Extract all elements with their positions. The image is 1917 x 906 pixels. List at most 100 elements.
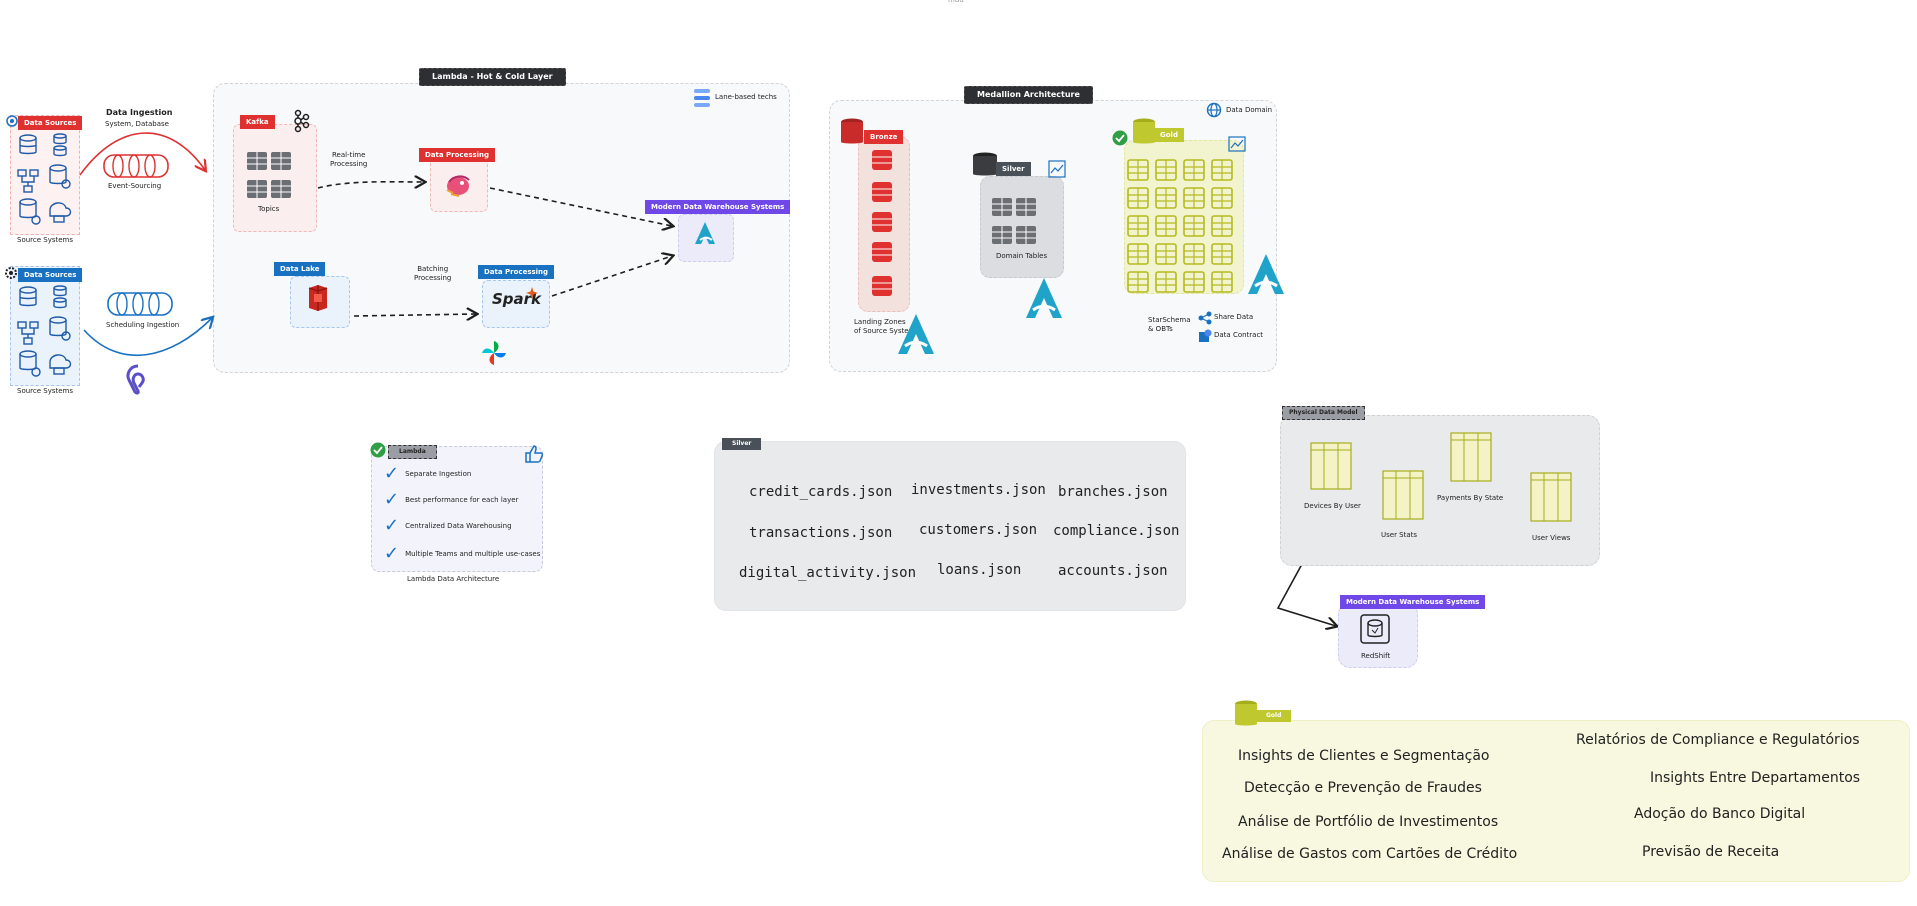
kafka-icon [292,109,310,136]
globe-icon [1206,102,1222,122]
bronze-bucket-icon [840,118,864,150]
scheduling-pipe-icon [104,290,176,322]
redshift-icon [1360,614,1390,648]
file-credit-cards: credit_cards.json [749,484,893,500]
gold-table-icon [1155,159,1177,181]
data-lake-tag: Data Lake [274,262,326,276]
gold-table-icon [1155,271,1177,293]
file-compliance: compliance.json [1053,523,1180,539]
gear-icon-2 [4,265,18,284]
gold-table-icon [1211,243,1233,265]
lambda-item-1: ✓ Separate Ingestion [384,463,472,484]
table-user-views-label: User Views [1532,534,1571,542]
star-schema-label: StarSchema & OBTs [1148,316,1191,333]
lambda-summary-box [371,446,543,572]
lambda-item-3: ✓Centralized Data Warehousing [384,517,512,535]
gold-right-1: Relatórios de Compliance e Regulatórios [1576,732,1860,748]
gold-chart-icon [1228,136,1246,156]
data-sources-tag-2: Data Sources [18,268,83,282]
spark-star-icon [526,284,538,303]
thumbs-up-icon [524,444,544,468]
realtime-label: Real-time Processing [330,151,368,168]
lambda-check-icon [370,442,386,462]
gold-table-icon [1211,187,1233,209]
gold-left-4: Análise de Gastos com Cartões de Crédito [1222,846,1518,862]
check-icon: ✓ [384,463,400,484]
physical-model-tag: Physical Data Model [1282,406,1365,420]
lane-icon [694,89,710,111]
gold-table-icon [1211,271,1233,293]
database-gear-icon-1 [5,113,19,132]
gold-table-icon [1155,215,1177,237]
gold-left-2: Detecção e Prevenção de Fraudes [1244,780,1482,796]
spark-logo: Spark [492,290,542,308]
data-processing-tag-2: Data Processing [478,265,555,279]
file-loans: loans.json [937,562,1022,578]
landing-zones-label: Landing Zones of Source Systems [854,318,919,335]
gold-table-icon [1127,243,1149,265]
file-investments: investments.json [911,482,1046,498]
gold-table-icon [1127,271,1149,293]
table-devices-label: Devices By User [1304,502,1361,510]
lambda-item-text-2: Best performance for each layer [405,496,519,504]
gold-table-icon [1211,215,1233,237]
contract-icon [1198,328,1212,347]
mdws-box-2 [1338,602,1418,668]
source-box-2 [10,266,80,386]
check-icon: ✓ [384,543,400,564]
mdws-box-1 [678,214,734,262]
file-branches: branches.json [1058,484,1168,500]
gold-table-icon [1183,187,1205,209]
data-processing-tag-1: Data Processing [419,148,496,162]
lambda-item-text-1: Separate Ingestion [405,470,472,478]
gold-table-icon [1183,215,1205,237]
gold-left-3: Análise de Portfólio de Investimentos [1238,814,1499,830]
file-accounts: accounts.json [1058,563,1168,579]
table-icon-user-stats [1382,470,1424,524]
table-icon-user-views [1530,472,1572,526]
synapse-icon-silver [1022,276,1066,326]
source-systems-2: Source Systems [17,387,74,395]
gold-table-grid [1127,159,1240,298]
gold-table-icon [1127,187,1149,209]
silver-files-tag: Silver [722,438,762,450]
medallion-title: Medallion Architecture [964,86,1093,104]
gold-table-icon [1211,159,1233,181]
gold-table-icon [1183,243,1205,265]
bronze-table-icons [872,150,894,302]
flink-icon [443,170,473,204]
bronze-tag: Bronze [864,130,904,144]
gold-insights-tag: Gold [1256,710,1292,722]
silver-chart-icon [1048,160,1066,182]
gold-table-icon [1183,159,1205,181]
lambda-summary-tag: Lambda [388,445,437,459]
gold-left-1: Insights de Clientes e Segmentação [1238,748,1490,764]
silver-tag: Silver [996,162,1031,176]
lambda-item-4: ✓Multiple Teams and multiple use-cases [384,543,540,564]
scheduling-ingestion-label: Scheduling Ingestion [106,321,180,329]
lambda-caption: Lambda Data Architecture [407,575,500,583]
gold-insights-bucket-icon [1234,700,1258,732]
redshift-label: RedShift [1361,652,1391,660]
data-sources-tag-1: Data Sources [18,116,83,130]
event-sourcing-label: Event-Sourcing [108,182,162,190]
source-icons-2 [16,284,76,383]
table-user-stats-label: User Stats [1381,531,1418,539]
top-cut-text: mdu [948,0,964,4]
check-icon: ✓ [384,489,400,510]
lambda-item-2: ✓ Best performance for each layer [384,489,519,510]
synapse-icon-gold [1244,252,1288,302]
share-icon [1198,310,1212,329]
gold-check-icon [1112,130,1128,150]
gold-table-icon [1127,215,1149,237]
airflow-icon [481,340,507,370]
mdws-tag-1: Modern Data Warehouse Systems [645,200,791,214]
lane-label: Lane-based techs [715,93,777,101]
synapse-icon-1 [692,220,718,252]
airbyte-icon [124,364,152,398]
file-customers: customers.json [919,522,1038,538]
gold-right-3: Adoção do Banco Digital [1634,806,1806,822]
gold-table-icon [1155,243,1177,265]
data-ingestion-sub: System, Database [105,120,169,128]
gold-right-4: Previsão de Receita [1642,844,1780,860]
